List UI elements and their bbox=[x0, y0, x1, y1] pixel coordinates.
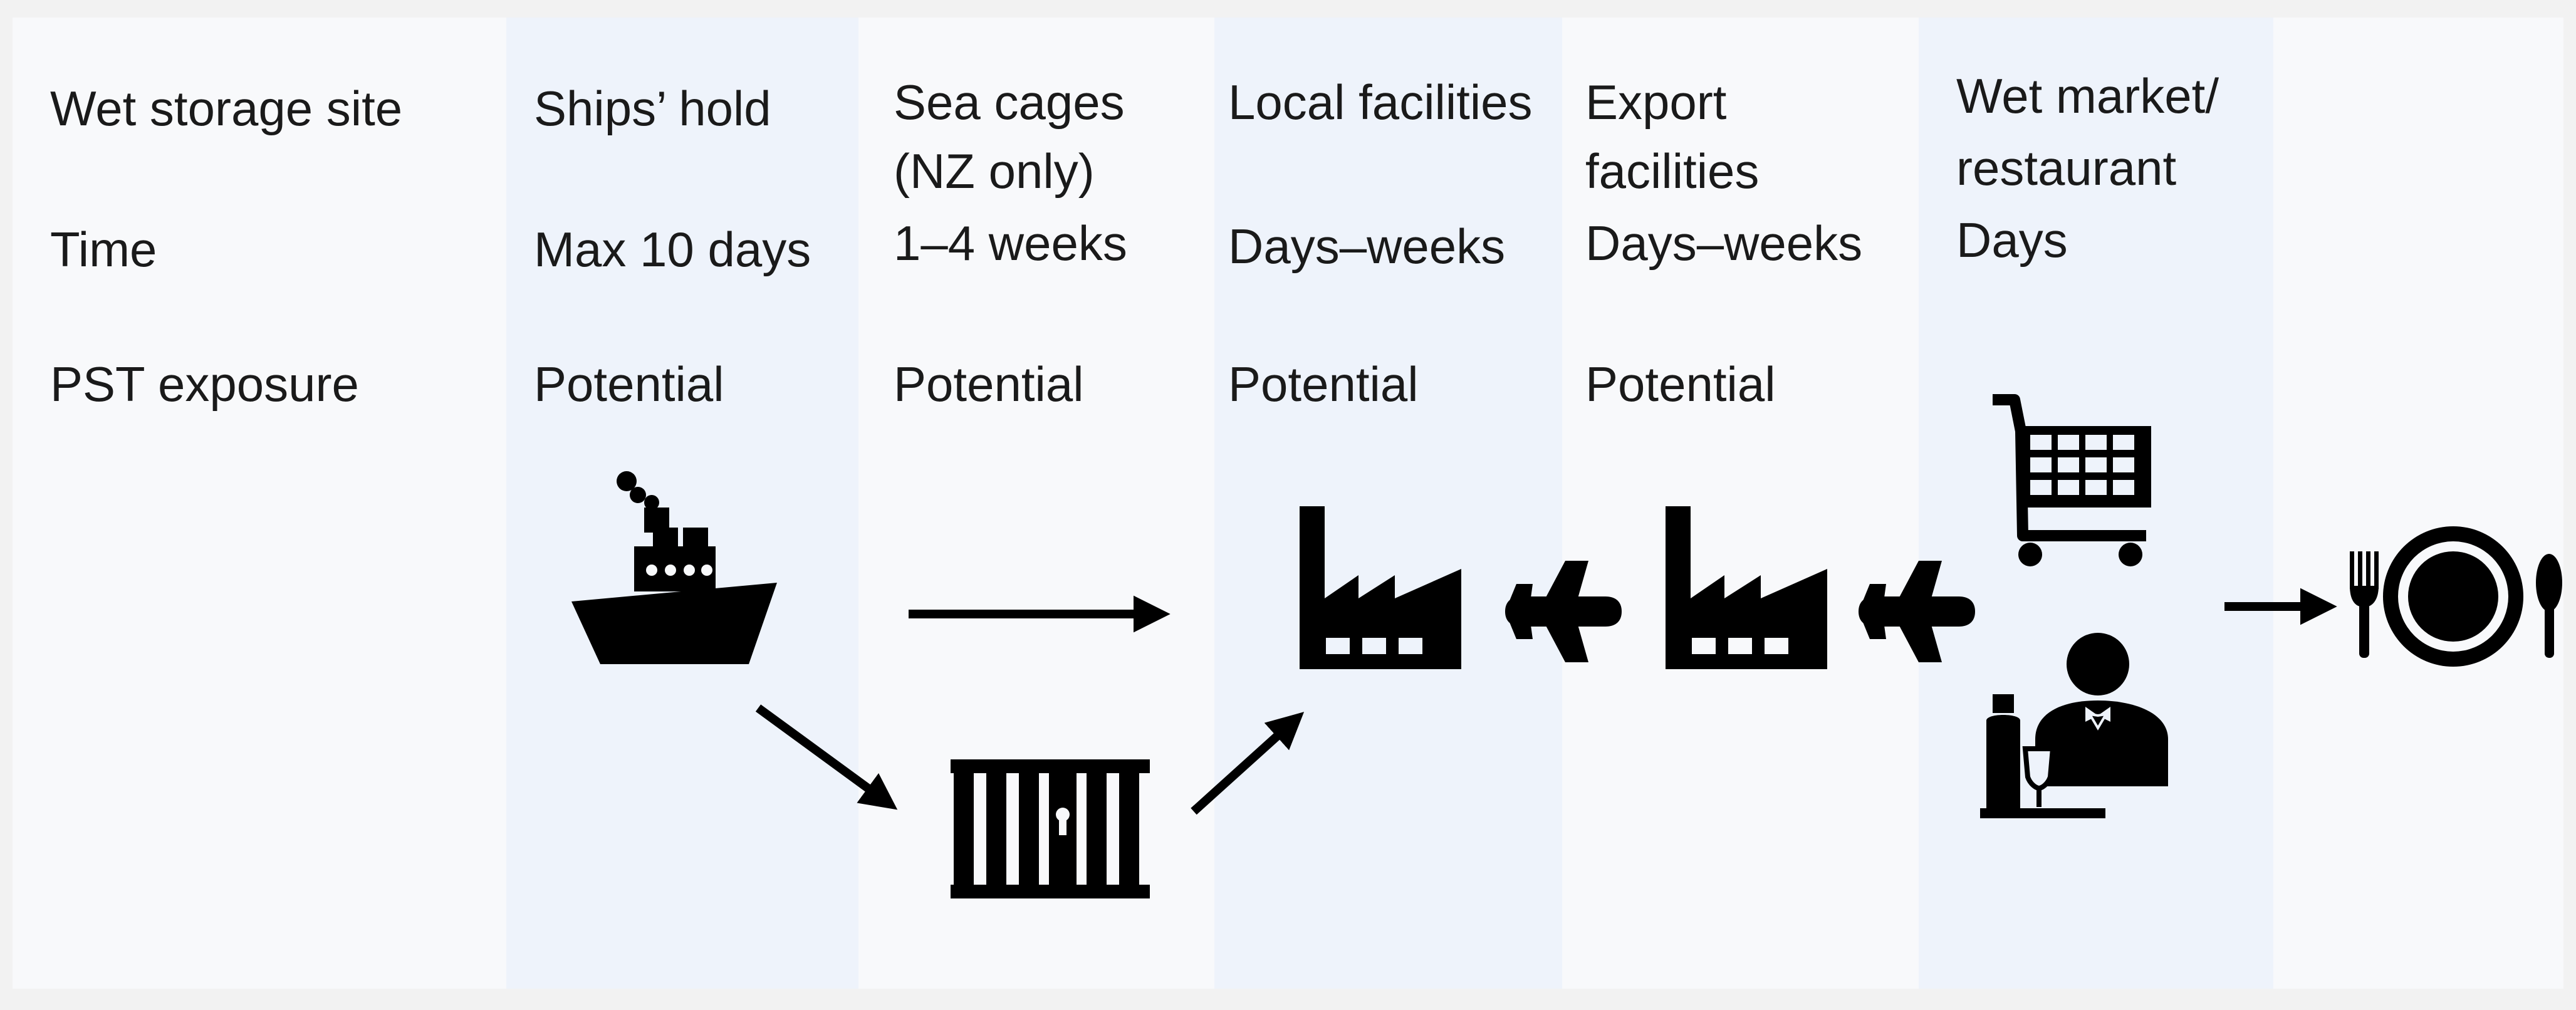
site-wet-market-line2: restaurant bbox=[1956, 140, 2177, 195]
plane-icon-2 bbox=[1859, 561, 1975, 662]
row-label-site: Wet storage site bbox=[50, 81, 402, 136]
time-export-facilities: Days–weeks bbox=[1585, 216, 1862, 271]
arrow-ship-to-cages bbox=[755, 704, 898, 810]
exposure-sea-cages: Potential bbox=[894, 357, 1084, 412]
site-local-facilities: Local facilities bbox=[1228, 75, 1533, 130]
time-sea-cages: 1–4 weeks bbox=[894, 216, 1127, 271]
exposure-local-facilities: Potential bbox=[1228, 357, 1419, 412]
time-wet-market: Days bbox=[1956, 212, 2068, 268]
ship-icon bbox=[571, 471, 777, 664]
time-ships-hold: Max 10 days bbox=[534, 222, 811, 277]
column-shade-local-facilities bbox=[1214, 18, 1562, 989]
site-export-line1: Export bbox=[1585, 75, 1727, 130]
column-shade-ships-hold bbox=[506, 18, 858, 989]
site-export-line2: facilities bbox=[1585, 143, 1759, 199]
exposure-ships-hold: Potential bbox=[534, 357, 724, 412]
site-ships-hold: Ships’ hold bbox=[534, 81, 771, 136]
arrow-cages-to-local bbox=[1191, 712, 1305, 815]
cage-icon bbox=[951, 759, 1150, 898]
row-label-exposure: PST exposure bbox=[50, 357, 359, 412]
time-local-facilities: Days–weeks bbox=[1228, 219, 1505, 274]
factory-icon-export bbox=[1666, 506, 1827, 669]
place-setting-icon bbox=[2350, 526, 2562, 667]
exposure-export-facilities: Potential bbox=[1585, 357, 1776, 412]
site-sea-cages-line1: Sea cages bbox=[894, 75, 1125, 130]
shopping-cart-icon bbox=[1993, 394, 2151, 566]
row-label-time: Time bbox=[50, 222, 157, 277]
waiter-icon bbox=[1980, 633, 2168, 818]
factory-icon-local bbox=[1300, 506, 1461, 669]
site-sea-cages-line2: (NZ only) bbox=[894, 143, 1095, 199]
plane-icon-1 bbox=[1505, 561, 1622, 662]
site-wet-market-line1: Wet market/ bbox=[1956, 68, 2219, 123]
